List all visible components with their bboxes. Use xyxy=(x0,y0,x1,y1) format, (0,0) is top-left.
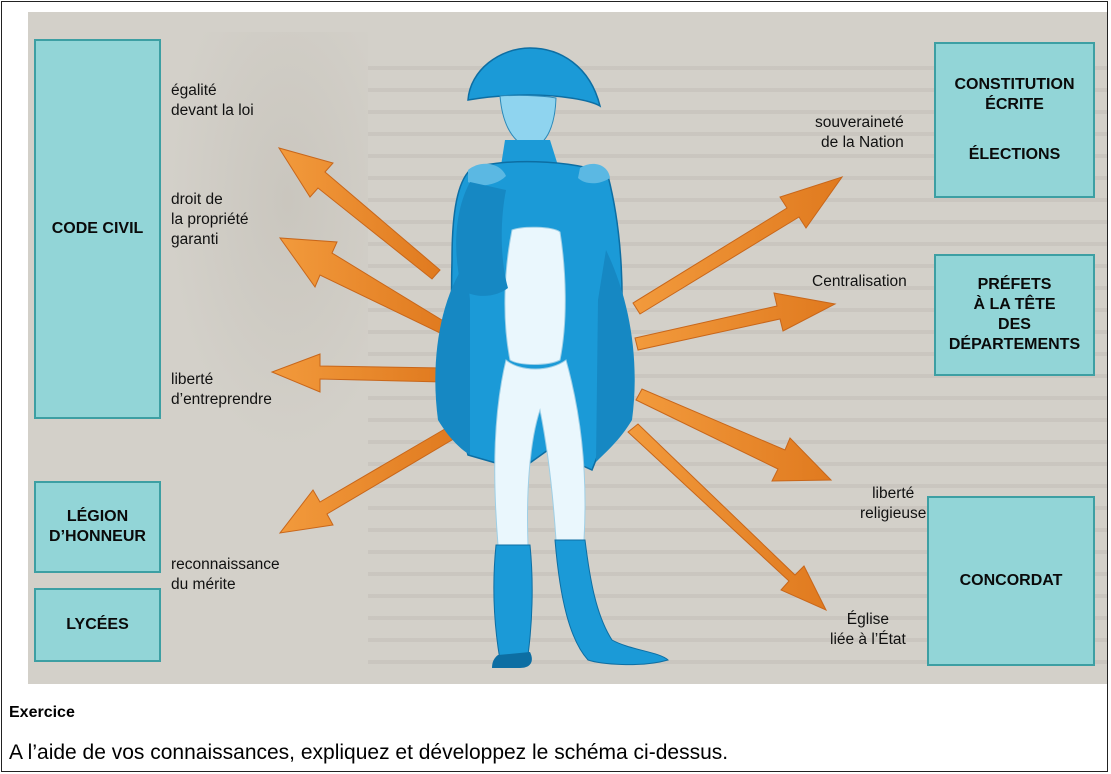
label-liberte-religieuse-line-1: liberté xyxy=(860,484,926,504)
prefets-line-3: DES xyxy=(998,315,1031,335)
label-propriete-line-2: la propriété xyxy=(171,210,249,230)
label-liberte-entreprendre-line-1: liberté xyxy=(171,370,272,390)
label-eglise-line-1: Église xyxy=(830,610,906,630)
label-merite: reconnaissance du mérite xyxy=(171,555,280,595)
legion-honneur-box: LÉGION D’HONNEUR xyxy=(34,481,161,573)
label-eglise-line-2: liée à l’État xyxy=(830,630,906,650)
legion-line-2: D’HONNEUR xyxy=(49,527,146,547)
code-civil-box: CODE CIVIL xyxy=(34,39,161,419)
label-merite-line-1: reconnaissance xyxy=(171,555,280,575)
label-souverainete-line-1: souveraineté xyxy=(815,113,904,133)
lycees-box: LYCÉES xyxy=(34,588,161,662)
label-souverainete: souveraineté de la Nation xyxy=(815,113,904,153)
exercise-text: A l’aide de vos connaissances, expliquez… xyxy=(9,741,728,765)
label-liberte-religieuse-line-2: religieuse xyxy=(860,504,926,524)
label-merite-line-2: du mérite xyxy=(171,575,280,595)
legion-line-1: LÉGION xyxy=(67,507,128,527)
label-centralisation: Centralisation xyxy=(812,272,907,292)
prefets-box: PRÉFETS À LA TÊTE DES DÉPARTEMENTS xyxy=(934,254,1095,376)
constitution-line-2: ÉCRITE xyxy=(985,95,1044,115)
label-egalite-line-2: devant la loi xyxy=(171,101,254,121)
prefets-line-1: PRÉFETS xyxy=(978,275,1052,295)
label-egalite: égalité devant la loi xyxy=(171,81,254,121)
label-egalite-line-1: égalité xyxy=(171,81,254,101)
exercise-title: Exercice xyxy=(9,704,75,722)
label-propriete-line-3: garanti xyxy=(171,230,249,250)
elections-title: ÉLECTIONS xyxy=(969,145,1061,165)
constitution-elections-box: CONSTITUTION ÉCRITE ÉLECTIONS xyxy=(934,42,1095,198)
concordat-box: CONCORDAT xyxy=(927,496,1095,666)
label-liberte-religieuse: liberté religieuse xyxy=(860,484,926,524)
figure-silhouette xyxy=(435,48,668,668)
concordat-title: CONCORDAT xyxy=(960,571,1063,591)
label-liberte-entreprendre: liberté d’entreprendre xyxy=(171,370,272,410)
label-souverainete-line-2: de la Nation xyxy=(815,133,904,153)
prefets-line-4: DÉPARTEMENTS xyxy=(949,335,1080,355)
code-civil-title: CODE CIVIL xyxy=(52,219,144,239)
label-propriete-line-1: droit de xyxy=(171,190,249,210)
label-liberte-entreprendre-line-2: d’entreprendre xyxy=(171,390,272,410)
label-eglise: Église liée à l’État xyxy=(830,610,906,650)
constitution-line-1: CONSTITUTION xyxy=(955,75,1075,95)
label-propriete: droit de la propriété garanti xyxy=(171,190,249,250)
prefets-line-2: À LA TÊTE xyxy=(973,295,1055,315)
label-centralisation-text: Centralisation xyxy=(812,272,907,292)
lycees-title: LYCÉES xyxy=(66,615,129,635)
